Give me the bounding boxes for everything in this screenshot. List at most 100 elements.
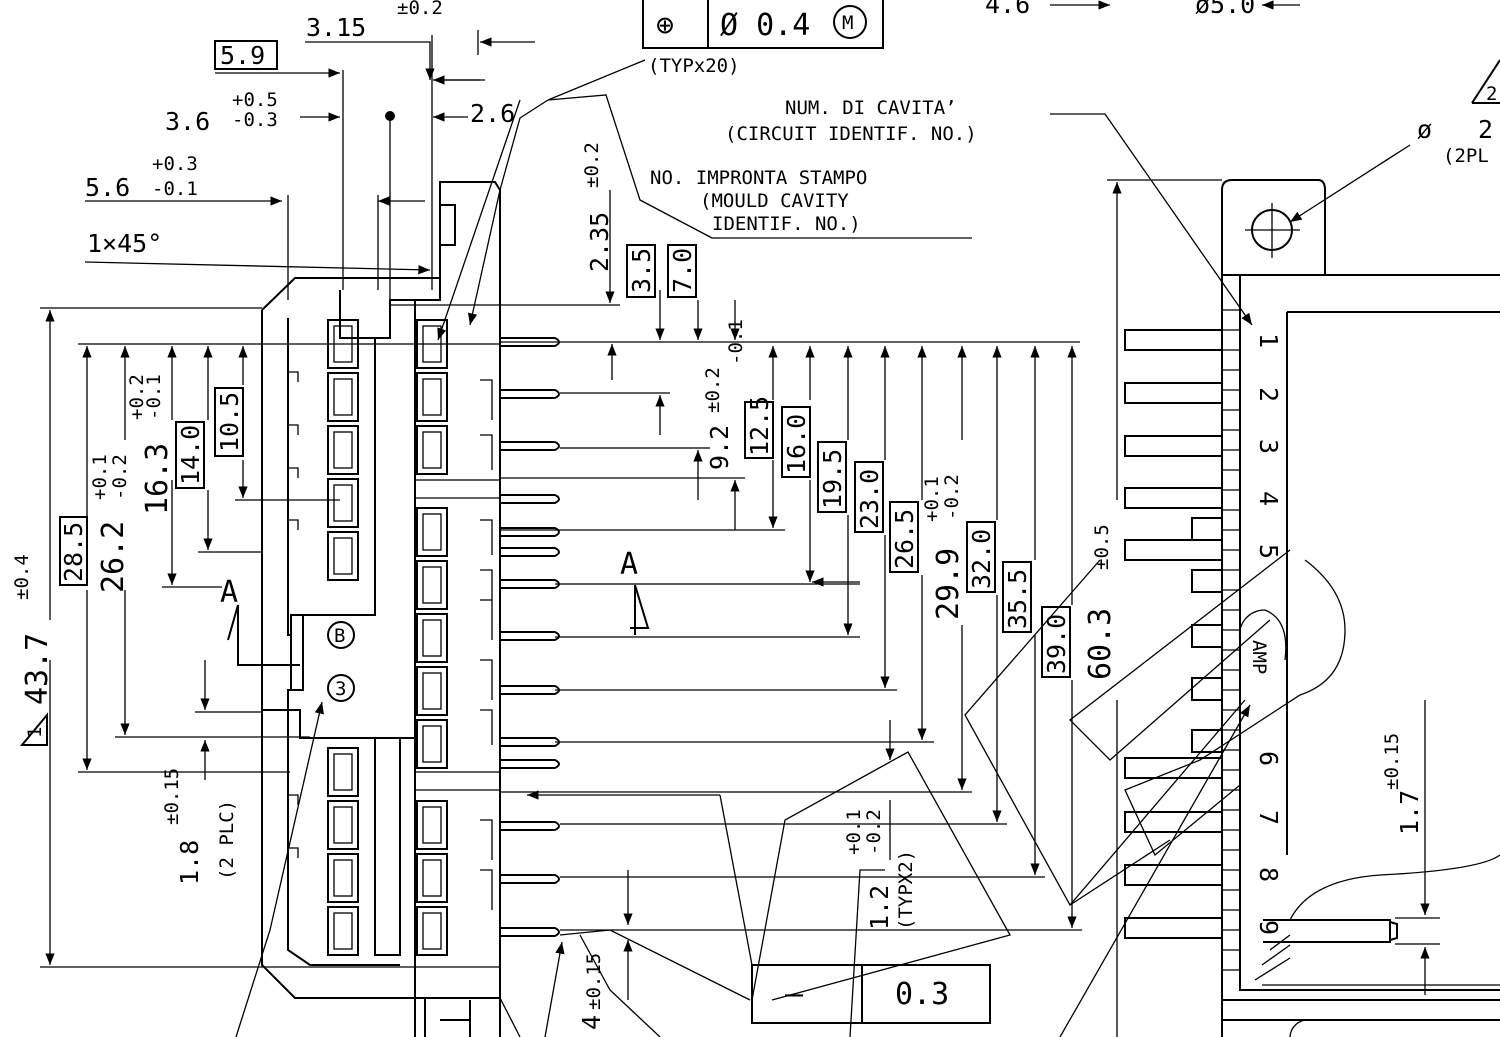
dim-29-9-plus: +0.1	[921, 476, 943, 522]
triangle-2-label: 2	[1486, 83, 1497, 105]
dim-32-0: 32.0	[967, 529, 996, 589]
cavity-label-line1: NUM. DI CAVITA’	[785, 97, 957, 119]
dim-26-2-plus: +0.1	[89, 454, 111, 500]
cavity-number: 4	[1254, 491, 1283, 506]
dim-5-6: 5.6	[85, 173, 130, 202]
dim-28-5: 28.5	[59, 522, 88, 582]
flatness-value: 0.3	[895, 977, 949, 1012]
dim-2-35-tol: ±0.2	[581, 142, 603, 188]
cavity-number: 6	[1254, 751, 1283, 766]
position-symbol: ⊕	[656, 8, 674, 43]
dim-1-2-minus: -0.2	[863, 809, 885, 855]
brand-mark: AMP	[1248, 640, 1270, 674]
dim-12-5: 12.5	[745, 396, 774, 456]
dim-29-9-minus: -0.2	[941, 474, 963, 520]
dim-1-2-plus: +0.1	[843, 809, 865, 855]
hole-dia-note: (2PL	[1443, 145, 1489, 167]
dim-60-3: 60.3	[1083, 608, 1118, 680]
left-dimensions: 1 43.7 ±0.4 28.5 26.2 +0.1 -0.2 16.3 +0.…	[11, 307, 500, 1037]
dim-23-0: 23.0	[855, 469, 884, 529]
dim-9-2-tol: ±0.2	[702, 367, 724, 413]
dim-1-8-tol: ±0.15	[161, 768, 183, 825]
dim-3-6-plus: +0.5	[232, 89, 278, 111]
dim-43-7-tol: ±0.4	[11, 554, 33, 600]
dim-43-7: 43.7	[20, 633, 55, 705]
dim-14-0: 14.0	[176, 425, 205, 485]
cavity-number: 1	[1254, 333, 1283, 348]
dim-16-0: 16.0	[782, 414, 811, 474]
dim-1-8-note: (2 PLC)	[216, 800, 238, 880]
dim-2-35: 2.35	[585, 212, 614, 272]
dim-10-5: 10.5	[215, 392, 244, 452]
dim-26-2-minus: -0.2	[109, 454, 131, 500]
section-a-left: A	[220, 575, 238, 610]
contact-column-left	[327, 319, 359, 956]
pins	[500, 337, 560, 937]
circle-3-label: 3	[335, 678, 346, 700]
dim-3-15: 3.15	[306, 13, 366, 42]
tolerance-note: (TYPx20)	[648, 55, 740, 77]
middle-small-dimensions: 2.35 ±0.2 3.5 7.0 9.2 ±0.2 -0.1	[390, 142, 1080, 530]
hole-dia-symbol: ø	[1417, 115, 1432, 144]
dim-19-5: 19.5	[818, 449, 847, 509]
circle-3-marker	[327, 674, 355, 702]
dim-5-0: ø5.0	[1195, 0, 1255, 19]
dim-5-9: 5.9	[220, 41, 265, 70]
dim-16-3-minus: -0.1	[143, 374, 165, 420]
dim-3-6-minus: -0.3	[232, 109, 278, 131]
cavity-number: 9	[1254, 920, 1283, 935]
mmc-modifier: M	[842, 12, 853, 34]
cavity-label-line2: (CIRCUIT IDENTIF. NO.)	[725, 123, 977, 145]
dim-29-9: 29.9	[931, 548, 966, 620]
cavity-callout: NUM. DI CAVITA’ (CIRCUIT IDENTIF. NO.)	[725, 97, 1253, 326]
dim-3-6: 3.6	[165, 107, 210, 136]
position-tolerance-frame: ⊕ Ø 0.4 M (TYPx20)	[547, 0, 884, 101]
cavity-number: 7	[1254, 810, 1283, 825]
top-dimensions: 3.15 ±0.2 5.9 3.6 +0.5 -0.3 2.6 +0.3 5.6…	[84, 0, 1300, 300]
dim-4-tol: ±0.15	[583, 953, 605, 1010]
dim-4-6: 4.6	[985, 0, 1030, 19]
dim-5-6-plus: +0.3	[152, 153, 198, 175]
triangle-1-label: 1	[24, 727, 46, 738]
hole-dia-value: 2	[1478, 115, 1493, 144]
dim-9-2: 9.2	[705, 425, 734, 470]
mould-label-line1: NO. IMPRONTA STAMPO	[650, 167, 867, 189]
dim-1-8: 1.8	[175, 840, 204, 885]
dim-1-2: 1.2	[865, 885, 894, 930]
datum-b-circle	[327, 621, 355, 649]
cavity-number: 2	[1254, 387, 1283, 402]
section-a-right: A	[620, 547, 638, 582]
cavity-number: 8	[1254, 867, 1283, 882]
dim-1-2-note: (TYPX2)	[895, 850, 917, 930]
cavity-number: 3	[1254, 439, 1283, 454]
tolerance-value: Ø 0.4	[720, 8, 810, 43]
mould-callout: NO. IMPRONTA STAMPO (MOULD CAVITY IDENTI…	[437, 94, 972, 341]
connector-front-view: B 3	[261, 181, 560, 1037]
dim-9-2-minus: -0.1	[725, 319, 747, 365]
right-dimensions: 12.5 16.0 19.5 23.0 26.5 29.9 +0.1 -0.2	[500, 179, 1222, 1037]
dim-4: 4	[577, 1015, 606, 1030]
dim-7-0: 7.0	[668, 248, 697, 293]
mould-label-line2: (MOULD CAVITY	[700, 190, 849, 212]
dim-26-5: 26.5	[890, 509, 919, 569]
dim-1-7: 1.7	[1395, 790, 1424, 835]
mould-label-line3: IDENTIF. NO.)	[712, 213, 861, 235]
dim-3-15-tol: ±0.2	[397, 0, 443, 19]
right-hole-note: ø 2 (2PL 2	[1289, 59, 1500, 223]
dim-60-3-tol: ±0.5	[1091, 524, 1113, 570]
contact-column-right	[416, 319, 448, 956]
dim-2-6: 2.6	[470, 99, 515, 128]
dim-39-0: 39.0	[1042, 614, 1071, 674]
dim-5-6-minus: -0.1	[152, 178, 198, 200]
bottom-dimensions: 1.2 +0.1 -0.2 (TYPX2) — 0.3 4 ±0.15	[499, 720, 1011, 1037]
dim-1-7-tol: ±0.15	[1381, 733, 1403, 790]
connector-side-view: 1 2 3 4 5 6 7 8 9 AMP 1.7 ±0.15	[964, 179, 1500, 1037]
dim-26-2: 26.2	[96, 521, 131, 593]
dim-16-3-plus: +0.2	[126, 374, 148, 420]
dim-16-3: 16.3	[140, 443, 175, 515]
cavity-number-list: 1 2 3 4 5 6 7 8 9	[1254, 333, 1283, 935]
chamfer-dim: 1×45°	[87, 229, 162, 258]
datum-b-label: B	[334, 625, 345, 647]
dim-35-5: 35.5	[1003, 569, 1032, 629]
